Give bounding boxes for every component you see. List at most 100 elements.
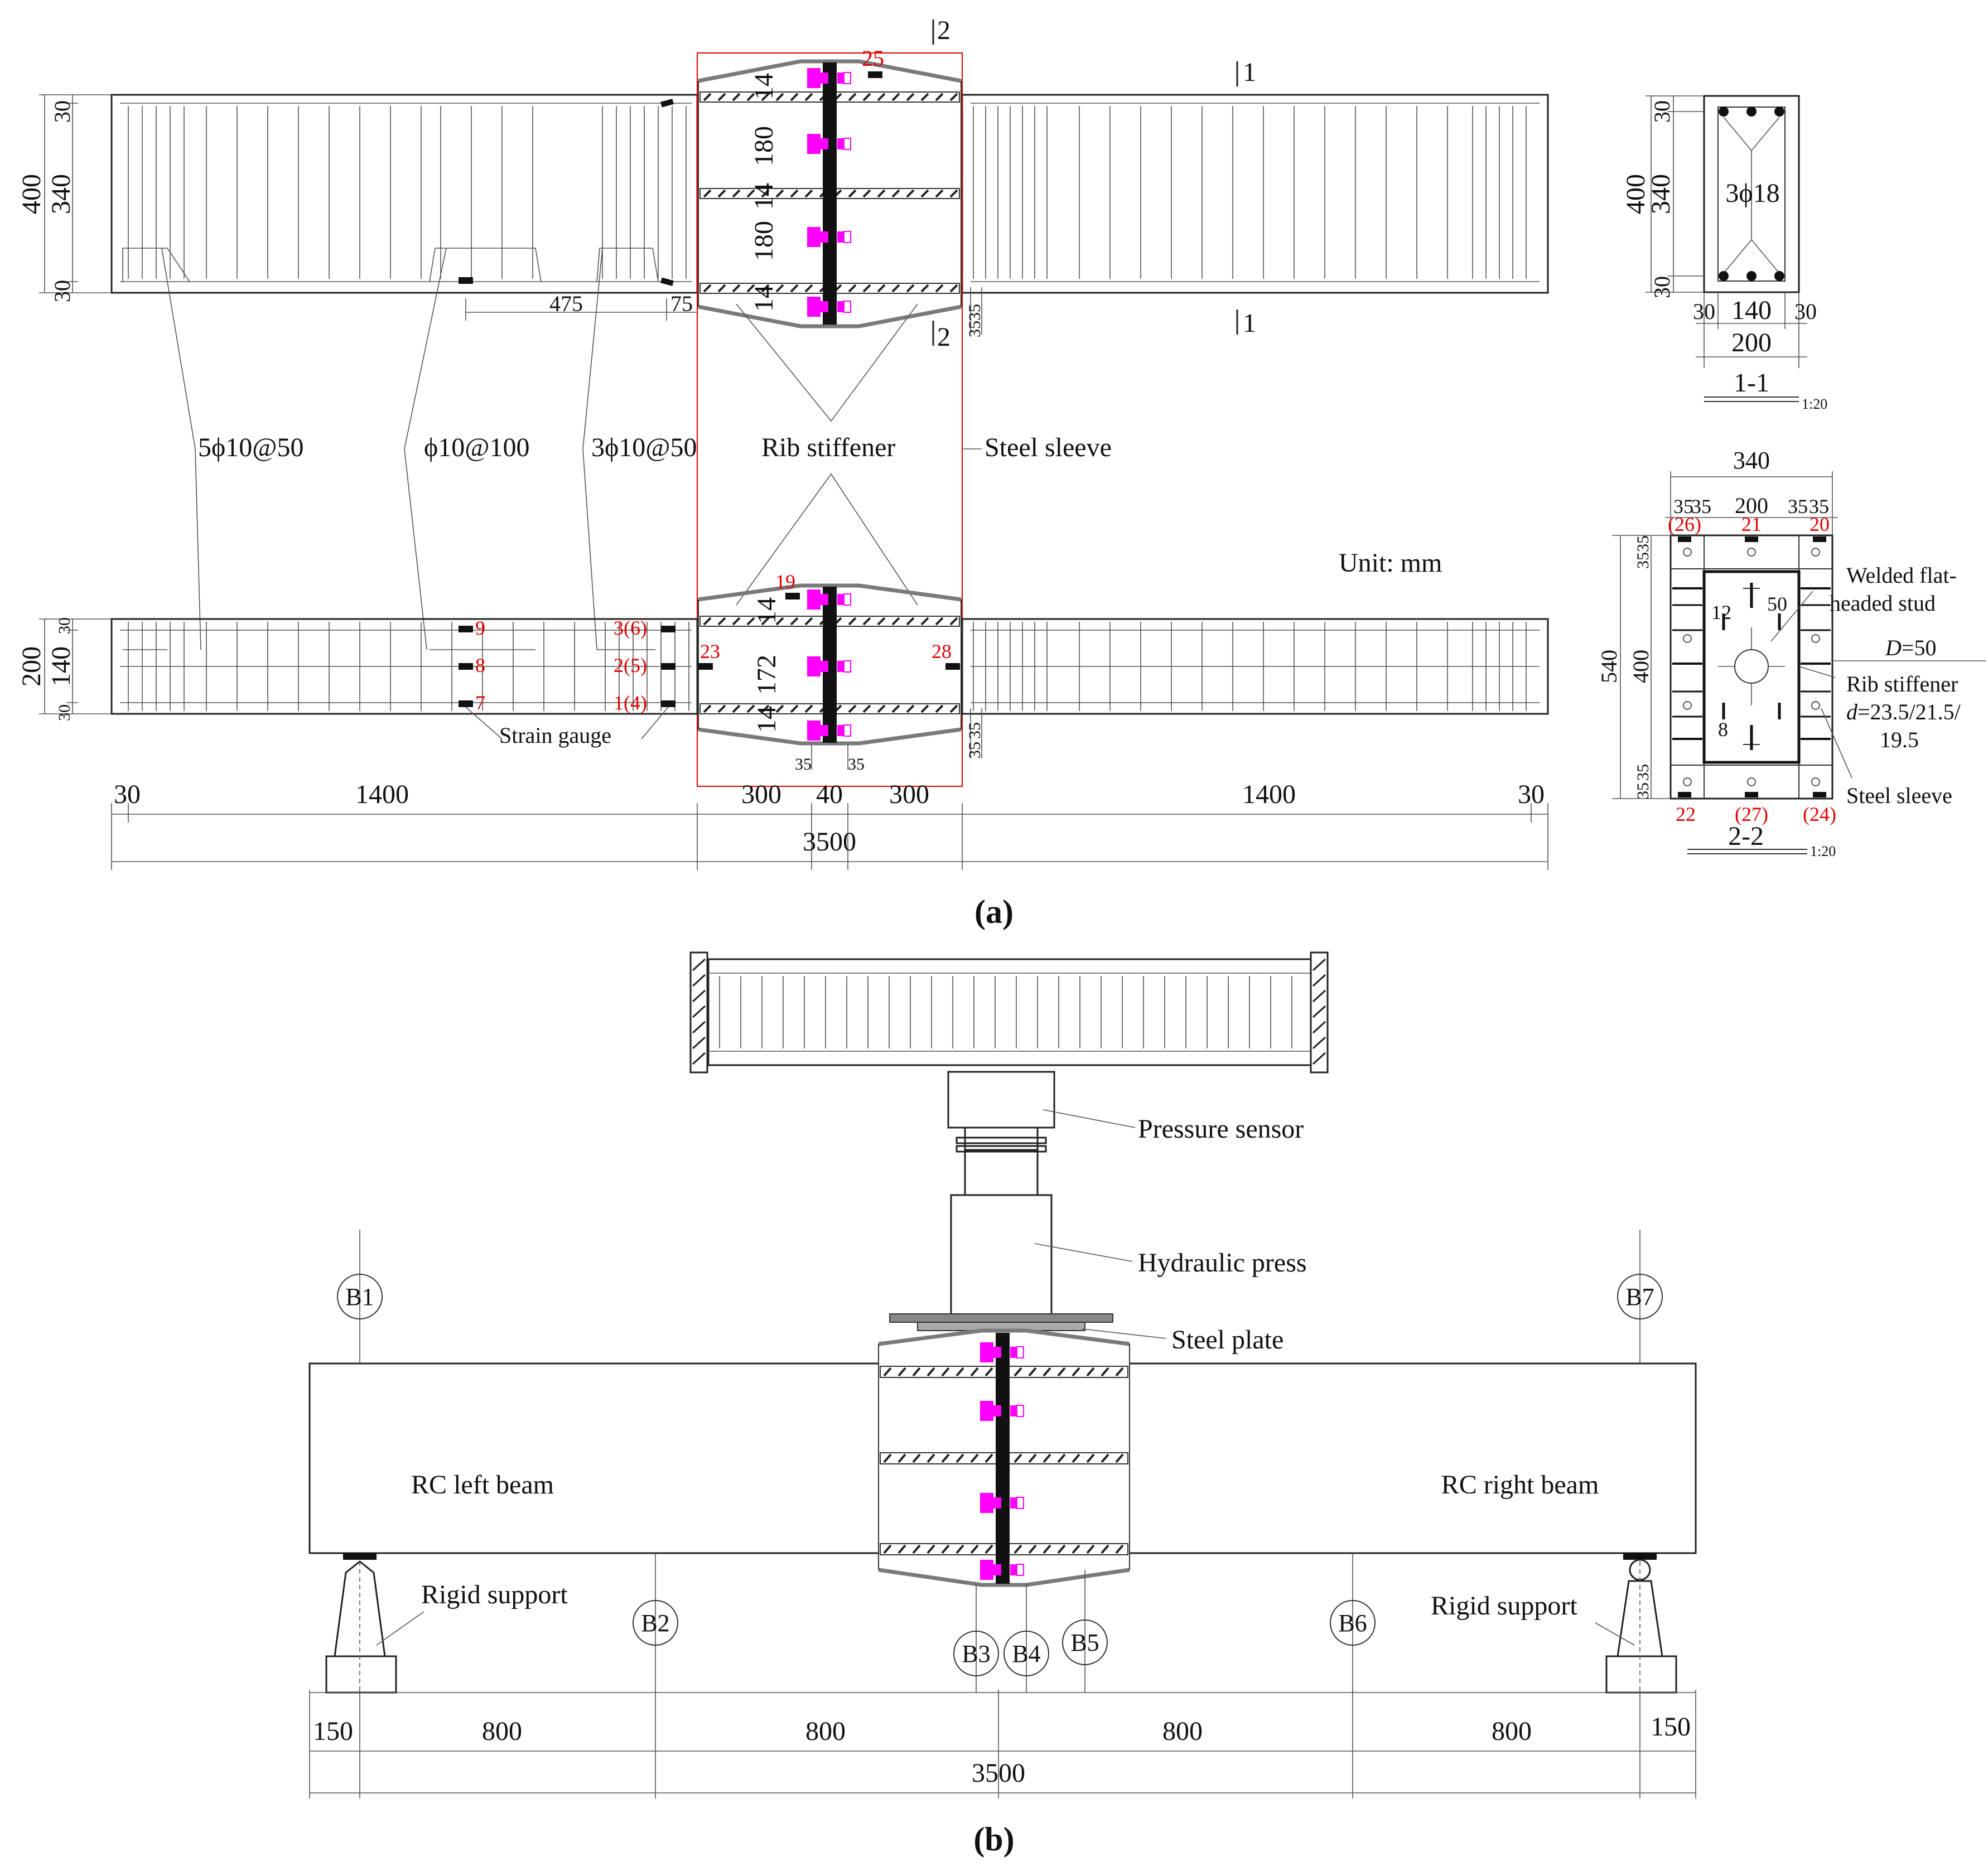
test-setup: Pressure sensor Hydraulic press Steel pl… <box>308 951 1697 1798</box>
hatch-stroke <box>1072 1544 1080 1554</box>
stirrups-bottom-right <box>973 622 1527 711</box>
section2-gauge-24: (24) <box>1803 803 1836 825</box>
bsmall-dim-35b: 35 <box>966 742 984 758</box>
rib-label: Rib stiffener <box>1846 671 1958 697</box>
hatch-stroke <box>906 704 915 713</box>
section2-left-dim-35a: 35 <box>1634 535 1652 552</box>
pressure-sensor-label: Pressure sensor <box>1138 1114 1304 1144</box>
hatch-stroke <box>941 1453 950 1463</box>
hatch-stroke <box>848 284 857 293</box>
hatch-stroke <box>746 189 755 198</box>
side-dim-35b: 35 <box>966 321 984 337</box>
hatch-stroke <box>790 284 799 293</box>
section-2-2: 340 35 35 200 35 35 (26) 21 20 35 35 540… <box>1596 447 1986 859</box>
hatch-stroke <box>717 284 726 293</box>
hatch-stroke <box>1028 1453 1037 1463</box>
hatch-stroke <box>906 93 915 101</box>
section1-dim-30-left: 30 <box>1693 299 1715 324</box>
dim-30-bottom: 30 <box>50 280 75 302</box>
setup-dim-800-3: 800 <box>1162 1717 1203 1746</box>
stud-far-shank <box>1010 1497 1017 1508</box>
section1-width: 200 <box>1731 328 1772 357</box>
hatch-stroke <box>804 284 813 293</box>
hatch-stroke <box>732 284 741 293</box>
section1-rebar: 3ϕ18 <box>1725 178 1779 208</box>
bolt-hole <box>1683 701 1692 710</box>
bsmall-dim-35c: 35 <box>795 755 812 773</box>
hatch-stroke <box>1043 1544 1051 1554</box>
transducer-b4: B4 <box>1012 1640 1040 1667</box>
hatch-stroke <box>920 617 929 626</box>
stud-far-shank <box>1010 1347 1017 1358</box>
rigid-support-right: Rigid support <box>1431 1591 1577 1621</box>
hatch-stroke <box>1057 1544 1066 1554</box>
stud-far-shank <box>837 231 844 243</box>
stud-shank <box>993 1405 1001 1416</box>
section2-gauges <box>1678 536 1826 797</box>
stud-label-1: Welded flat- <box>1846 563 1957 588</box>
hatch-stroke <box>804 704 813 713</box>
hatch-stroke <box>1057 1453 1066 1463</box>
stirrups-top-right <box>973 106 1527 279</box>
hatch-stroke <box>927 1453 935 1463</box>
plate-hatch <box>1312 958 1326 971</box>
section2-left-dim-35b: 35 <box>1634 552 1652 569</box>
hatch-stroke <box>1043 1367 1051 1377</box>
gauge-mark <box>1745 536 1758 542</box>
rib-d-value: =23.5/21.5/ <box>1857 699 1961 724</box>
hatch-stroke <box>717 189 726 198</box>
hatch-stroke <box>761 189 770 198</box>
section2-title: 2-2 <box>1728 821 1764 851</box>
stud-d-label: D=50 <box>1885 635 1936 660</box>
plate-hatch <box>1312 1036 1326 1050</box>
hatch-stroke <box>985 1544 993 1554</box>
section2-scale: 1:20 <box>1810 843 1836 859</box>
hatch-stroke <box>848 93 857 101</box>
hatch-stroke <box>906 617 915 626</box>
dim-400: 400 <box>17 174 46 214</box>
section2-top-width: 340 <box>1733 447 1770 474</box>
hatch-stroke <box>761 704 770 713</box>
bolt-hole <box>1811 701 1820 710</box>
hatch-stroke <box>1028 1544 1037 1554</box>
hatch-stroke <box>920 704 929 713</box>
stud-far <box>1016 1405 1024 1417</box>
dim-340: 340 <box>46 174 76 214</box>
hatch-stroke <box>848 189 857 198</box>
hatch-stroke <box>935 189 944 198</box>
bdim-total: 3500 <box>803 827 856 857</box>
stud-head <box>807 297 821 317</box>
setup-dim-150-right: 150 <box>1651 1712 1691 1742</box>
hatch-stroke <box>790 93 799 101</box>
section2-top-dim-35a: 35 <box>1673 495 1693 518</box>
hatch-stroke <box>717 704 726 713</box>
bdim-300-right: 300 <box>889 780 929 809</box>
setup-dim-800-4: 800 <box>1492 1717 1532 1746</box>
hatch-stroke <box>1028 1367 1037 1377</box>
hatch-stroke <box>877 284 886 293</box>
plate-hatch <box>692 1036 706 1050</box>
setup-dim-150-left: 150 <box>313 1717 353 1746</box>
stud-far <box>843 301 851 313</box>
hatch-stroke <box>912 1453 921 1463</box>
stud-shank <box>993 1497 1001 1508</box>
bdim-40: 40 <box>816 780 843 809</box>
stud-head <box>980 1493 993 1513</box>
hatch-stroke <box>1072 1367 1080 1377</box>
transducer-b1: B1 <box>345 1283 374 1311</box>
section2-top-dim-35c: 35 <box>1788 495 1808 518</box>
hatch-stroke <box>935 284 944 293</box>
hatch-stroke <box>956 1453 964 1463</box>
section1-dim-400: 400 <box>1621 174 1651 214</box>
steel-plate-label: Steel plate <box>1171 1325 1283 1355</box>
bolt-hole <box>1811 777 1820 786</box>
hatch-stroke <box>862 704 871 713</box>
bjoint-dim-172: 172 <box>752 655 781 695</box>
section1-dim-340: 340 <box>1646 174 1676 214</box>
transducer-b2: B2 <box>641 1609 669 1637</box>
plate-hatch <box>692 974 706 987</box>
hatch-stroke <box>746 617 755 626</box>
plate-hatch <box>692 1021 706 1034</box>
hatch-stroke <box>804 189 813 198</box>
hatch-stroke <box>898 1544 906 1554</box>
